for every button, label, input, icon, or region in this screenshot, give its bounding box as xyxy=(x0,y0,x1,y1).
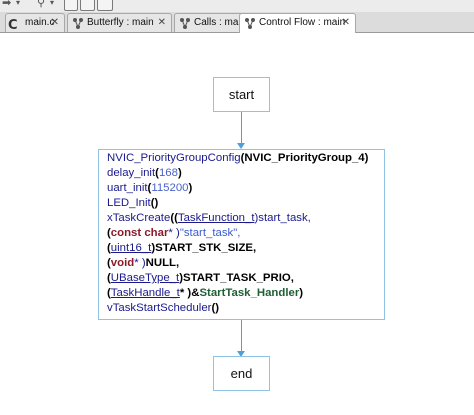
graph-tool-icon[interactable]: ⚲ xyxy=(37,0,46,9)
dropdown-caret-icon[interactable]: ▾ xyxy=(16,0,21,7)
code-line: (TaskHandle_t* )&StartTask_Handler) xyxy=(107,287,304,299)
tab-butterfly[interactable]: Butterfly : main ✕ xyxy=(67,13,172,32)
layout-button[interactable] xyxy=(64,0,78,11)
tab-label: Control Flow : main xyxy=(259,17,346,28)
tab-main-c[interactable]: C main.c ✕ xyxy=(5,13,65,33)
close-icon[interactable]: ✕ xyxy=(157,17,166,28)
edge-line xyxy=(241,112,242,143)
tab-label: Calls : main xyxy=(194,17,247,28)
code-line: (UBaseType_t)START_TASK_PRIO, xyxy=(107,272,294,284)
start-node[interactable]: start xyxy=(213,77,270,112)
editor-tab-strip: C main.c ✕ Butterfly : main ✕ Calls : ma… xyxy=(0,12,474,33)
end-label: end xyxy=(230,366,253,381)
code-line: delay_init(168) xyxy=(107,167,182,179)
code-line: vTaskStartScheduler() xyxy=(107,302,220,314)
forward-arrow-icon[interactable]: ➡ xyxy=(2,0,12,9)
tab-control-flow[interactable]: Control Flow : main ✕ xyxy=(239,13,356,33)
start-label: start xyxy=(228,87,255,102)
end-node[interactable]: end xyxy=(213,356,270,391)
code-line: uart_init(115200) xyxy=(107,182,193,194)
tab-label: main.c xyxy=(25,17,55,28)
graph-icon xyxy=(244,17,256,29)
c-file-icon: C xyxy=(8,18,18,33)
code-line: NVIC_PriorityGroupConfig(NVIC_PriorityGr… xyxy=(107,152,369,164)
code-block-node[interactable]: NVIC_PriorityGroupConfig(NVIC_PriorityGr… xyxy=(98,149,385,320)
graph-icon xyxy=(179,17,191,29)
split-horizontal-button[interactable] xyxy=(80,0,95,11)
arrowhead-icon xyxy=(237,351,245,357)
code-line: (void* )NULL, xyxy=(107,257,180,269)
code-line: LED_Init() xyxy=(107,197,159,209)
close-icon[interactable]: ✕ xyxy=(341,17,350,28)
graph-icon xyxy=(72,17,84,29)
arrowhead-icon xyxy=(237,143,245,149)
code-line: (uint16_t)START_STK_SIZE, xyxy=(107,242,257,254)
toolbar: ➡ ▾ ⚲ ▾ xyxy=(0,0,474,12)
split-vertical-button[interactable] xyxy=(97,0,113,11)
tab-label: Butterfly : main xyxy=(87,17,154,28)
edge-line xyxy=(241,320,242,351)
dropdown-caret-icon[interactable]: ▾ xyxy=(50,0,55,7)
close-icon[interactable]: ✕ xyxy=(50,17,59,28)
code-line: (const char* )"start_task", xyxy=(107,227,241,239)
code-line: xTaskCreate((TaskFunction_t)start_task, xyxy=(107,212,311,224)
